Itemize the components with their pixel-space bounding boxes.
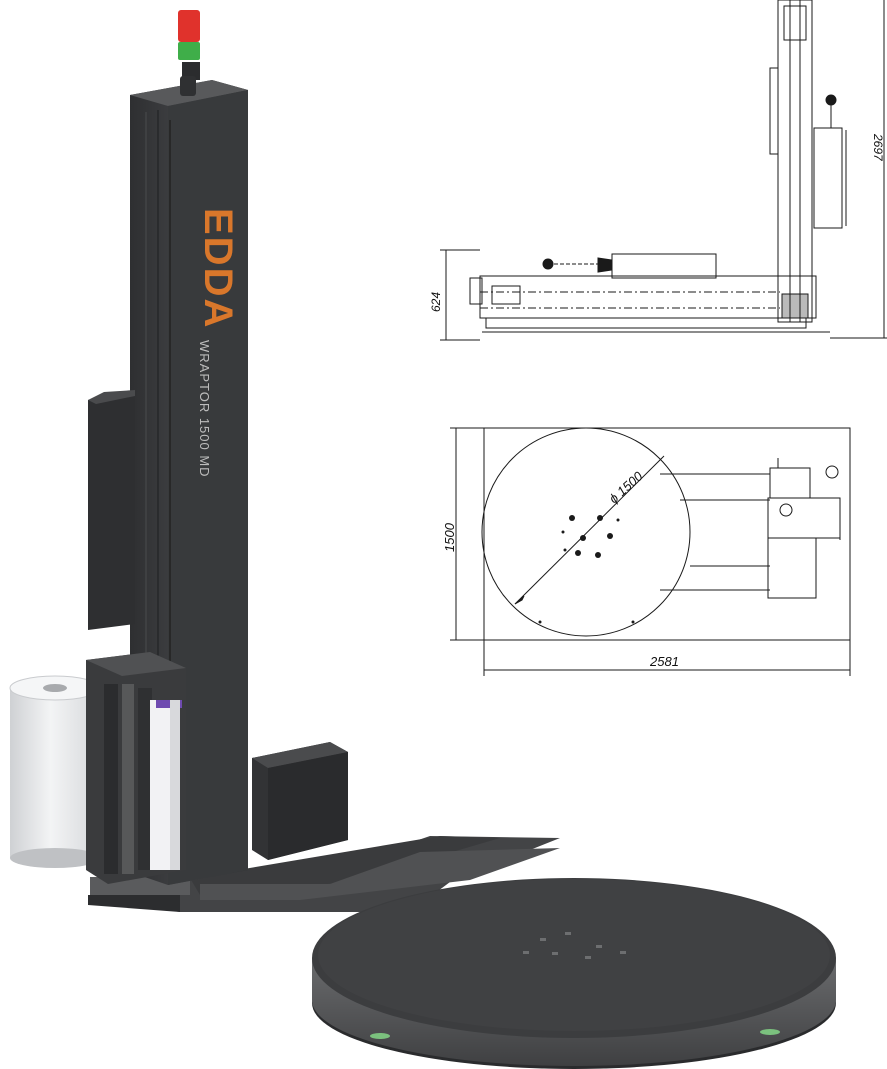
film-roll	[9, 675, 101, 868]
turntable	[312, 878, 836, 1069]
side-view-drawing	[440, 0, 887, 341]
model-name: WRAPTOR 1500 MD	[197, 340, 212, 478]
film-carriage	[86, 652, 186, 884]
dim-total-height: 2697	[871, 133, 885, 162]
brand-logo: EDDA	[196, 208, 240, 329]
dim-turntable-diameter: ϕ 1500	[606, 468, 646, 506]
base-frame	[88, 836, 560, 912]
caster-right	[760, 1029, 780, 1035]
dim-side-height: 624	[429, 292, 443, 312]
top-view-drawing	[450, 427, 851, 676]
turntable-holes	[523, 932, 626, 959]
control-box	[88, 390, 135, 630]
signal-light-green	[178, 42, 200, 60]
caster-left	[370, 1033, 390, 1039]
machine-render: EDDA WRAPTOR 1500 MD	[9, 10, 836, 1069]
signal-light-red	[178, 10, 200, 42]
signal-tower	[178, 10, 200, 96]
motor-housing	[252, 742, 348, 860]
dim-top-width: 1500	[442, 522, 457, 552]
dim-top-length: 2581	[649, 654, 679, 669]
top-view-holes	[538, 515, 635, 624]
